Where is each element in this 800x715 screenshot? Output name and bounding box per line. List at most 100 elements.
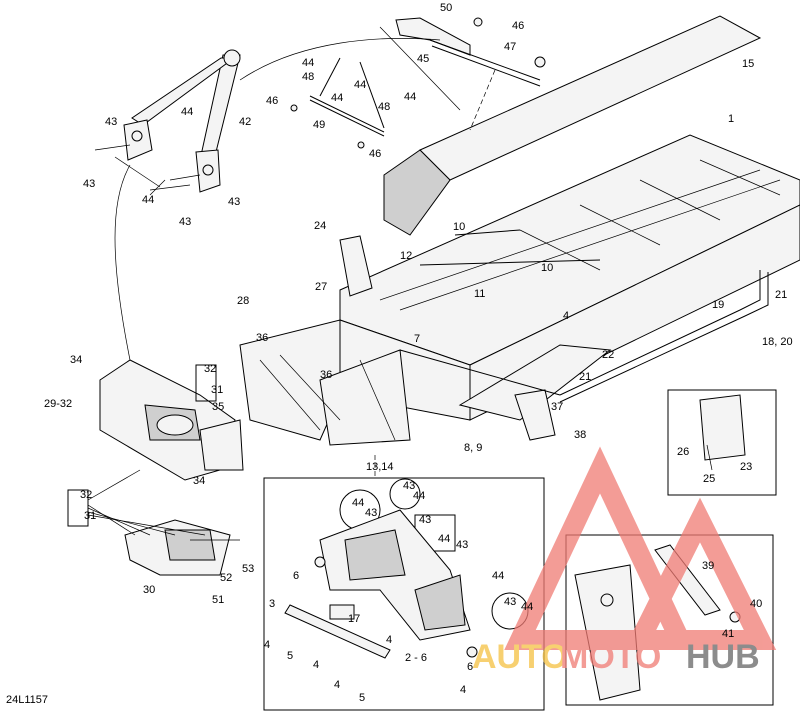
detail-frame-suspension-mount: [263, 455, 545, 711]
callout-c5b: 5: [359, 692, 365, 704]
upper-link-rods: [239, 17, 546, 149]
callout-c21a: 21: [775, 289, 787, 301]
front-lower-frame: [239, 319, 411, 446]
callout-c43g: 43: [419, 514, 431, 526]
callout-c39: 39: [702, 560, 714, 572]
callout-c6a: 6: [293, 570, 299, 582]
callout-c46c: 46: [369, 148, 381, 160]
callout-c3: 3: [269, 598, 275, 610]
callout-c43d: 43: [179, 216, 191, 228]
callout-c48a: 48: [302, 71, 314, 83]
watermark-text-moto: MOTO: [560, 638, 661, 676]
callout-c42: 42: [239, 116, 251, 128]
callout-c44b: 44: [354, 79, 366, 91]
callout-c43a: 43: [105, 116, 117, 128]
watermark-text-auto: AUTO: [472, 638, 568, 676]
watermark-logo: AUTO MOTO HUB: [472, 446, 777, 676]
callout-c46b: 46: [266, 95, 278, 107]
callout-c12: 12: [400, 250, 412, 262]
callout-c35: 35: [212, 401, 224, 413]
callout-c23: 23: [740, 461, 752, 473]
tunnel-cover: [383, 15, 762, 236]
callout-c18: 18, 20: [762, 336, 793, 348]
callout-c89: 8, 9: [464, 442, 482, 454]
callout-c43e: 43: [403, 480, 415, 492]
callout-c17: 17: [348, 613, 360, 625]
callout-c36a: 36: [256, 332, 268, 344]
callout-c19: 19: [712, 299, 724, 311]
callout-c4a: 4: [563, 310, 569, 322]
callout-c44c: 44: [331, 92, 343, 104]
callout-c53: 53: [242, 563, 254, 575]
callout-c24: 24: [314, 220, 326, 232]
steering-support-assembly: [94, 49, 241, 193]
callout-c38: 38: [574, 429, 586, 441]
callout-c52: 52: [220, 572, 232, 584]
callout-c28: 28: [237, 295, 249, 307]
callout-c44a: 44: [302, 57, 314, 69]
callout-c2932: 29-32: [44, 398, 72, 410]
callout-c43b: 43: [83, 178, 95, 190]
callout-c4d: 4: [313, 659, 319, 671]
callout-c44d: 44: [404, 91, 416, 103]
detail-frame-side-bracket: [667, 389, 777, 496]
callout-c26b: 2 - 6: [405, 652, 427, 664]
callout-box-32-31-upper: [195, 364, 217, 402]
callout-c31b: 31: [84, 510, 96, 522]
callout-c5a: 5: [287, 650, 293, 662]
callout-c34b: 34: [193, 475, 205, 487]
callout-c22: 22: [602, 349, 614, 361]
callout-c36b: 36: [320, 369, 332, 381]
callout-c4e: 4: [334, 679, 340, 691]
callout-c11: 11: [474, 288, 485, 300]
callout-c44g: 44: [413, 490, 425, 502]
callout-c48b: 48: [378, 101, 390, 113]
callout-c43h: 43: [456, 539, 468, 551]
callout-c41: 41: [722, 628, 734, 640]
leader-lines: [87, 26, 496, 536]
callout-c26: 26: [677, 446, 689, 458]
callout-c44e: 44: [181, 106, 193, 118]
callout-c4b: 4: [264, 639, 270, 651]
callout-c31a: 31: [211, 384, 223, 396]
callout-circle-43-44: [389, 478, 421, 510]
callout-c7: 7: [414, 333, 420, 345]
callout-c15: 15: [742, 58, 754, 70]
callout-c51: 51: [212, 594, 224, 606]
callout-c43i: 43: [504, 596, 516, 608]
running-board-rails: [399, 270, 769, 441]
callout-c46a: 46: [512, 20, 524, 32]
diagram-id-label: 24L1157: [6, 694, 48, 706]
callout-c21b: 21: [579, 371, 591, 383]
callout-c25: 25: [703, 473, 715, 485]
callout-c1: 1: [728, 113, 734, 125]
callout-c4c: 4: [386, 634, 392, 646]
callout-c34a: 34: [70, 354, 82, 366]
callout-c47: 47: [504, 41, 516, 53]
callout-c44h: 44: [352, 497, 364, 509]
callout-c37: 37: [551, 401, 563, 413]
front-bulkhead: [99, 164, 244, 481]
callout-c40: 40: [750, 598, 762, 610]
callout-c32b: 32: [80, 489, 92, 501]
callout-c10b: 10: [541, 262, 553, 274]
callout-c27: 27: [315, 281, 327, 293]
callout-c44i: 44: [438, 533, 450, 545]
callout-c43c: 43: [228, 196, 240, 208]
callout-c44k: 44: [521, 601, 533, 613]
callout-c45: 45: [417, 53, 429, 65]
watermark-text-hub: HUB: [686, 638, 760, 676]
callout-c10a: 10: [453, 221, 465, 233]
callout-c32a: 32: [204, 363, 216, 375]
callout-c44j: 44: [492, 570, 504, 582]
callout-c43f: 43: [365, 507, 377, 519]
callout-c30: 30: [143, 584, 155, 596]
callout-c4f: 4: [460, 684, 466, 696]
callout-c1314: 13,14: [366, 461, 394, 473]
callout-c6b: 6: [467, 661, 473, 673]
lower-front-bracket: [124, 519, 240, 576]
callout-c50: 50: [440, 2, 452, 14]
callout-c49: 49: [313, 119, 325, 131]
